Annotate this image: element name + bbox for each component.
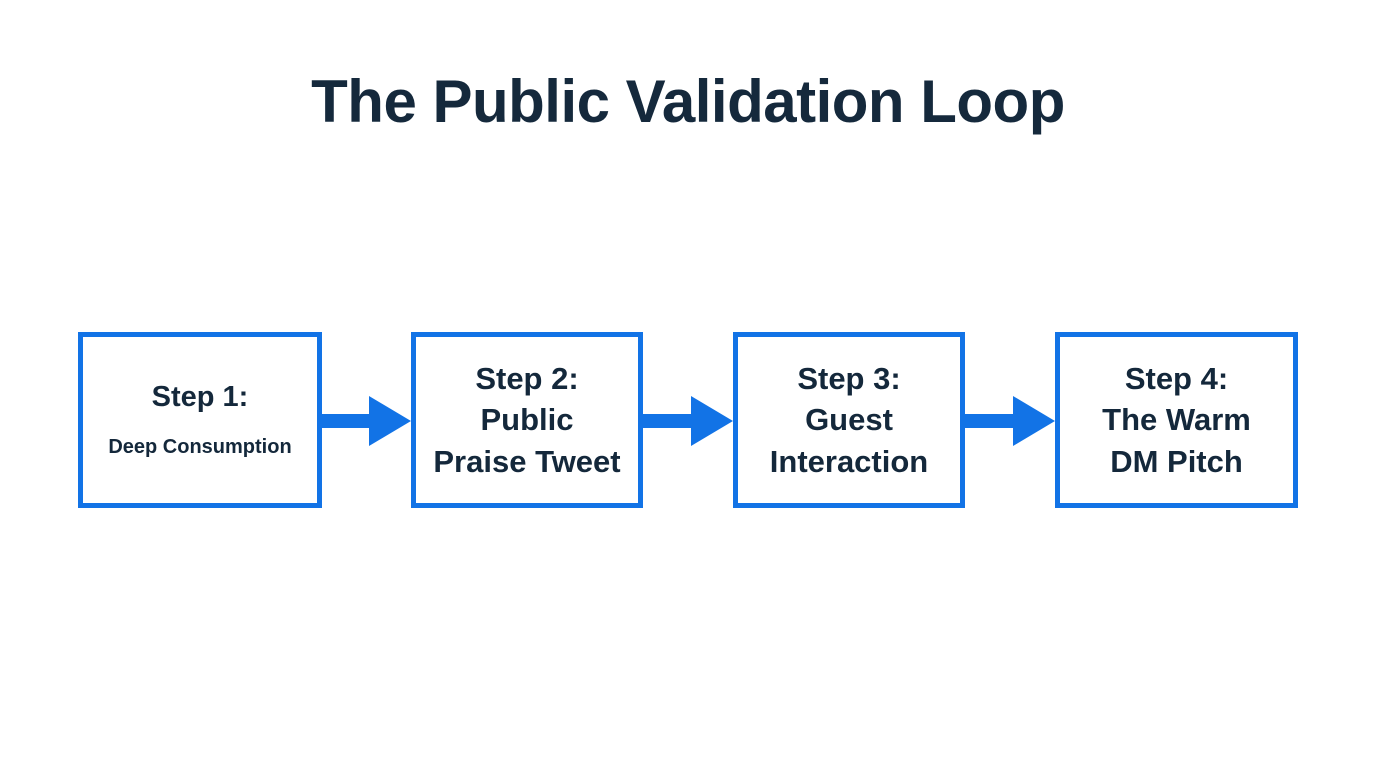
step-box-2-line-1: Step 2:	[475, 361, 579, 397]
step-box-2[interactable]: Step 2: Public Praise Tweet	[411, 332, 643, 508]
step-box-4-line-1: Step 4:	[1124, 361, 1229, 397]
process-flow: Step 1: Deep Consumption Step 2: Public …	[78, 332, 1298, 508]
step-box-1-line-1: Step 1:	[151, 381, 249, 414]
step-box-4-line-2: The Warm	[1102, 402, 1251, 438]
step-box-3-line-1: Step 3:	[797, 361, 901, 397]
page-title: The Public Validation Loop	[311, 68, 1065, 135]
step-box-4[interactable]: Step 4: The Warm DM Pitch	[1055, 332, 1298, 508]
step-box-3-line-2: Guest	[805, 402, 893, 438]
step-box-3[interactable]: Step 3: Guest Interaction	[733, 332, 965, 508]
arrow-right-icon-3	[965, 396, 1055, 446]
step-box-1-line-2: Deep Consumption	[108, 436, 292, 459]
step-box-1[interactable]: Step 1: Deep Consumption	[78, 332, 322, 508]
step-box-2-line-3: Praise Tweet	[433, 443, 621, 479]
arrow-right-icon-1	[322, 396, 411, 446]
step-box-3-line-3: Interaction	[769, 443, 929, 479]
step-box-4-line-3: DM Pitch	[1110, 443, 1243, 479]
arrow-right-icon-2	[643, 396, 733, 446]
step-box-2-line-2: Public	[480, 402, 574, 438]
